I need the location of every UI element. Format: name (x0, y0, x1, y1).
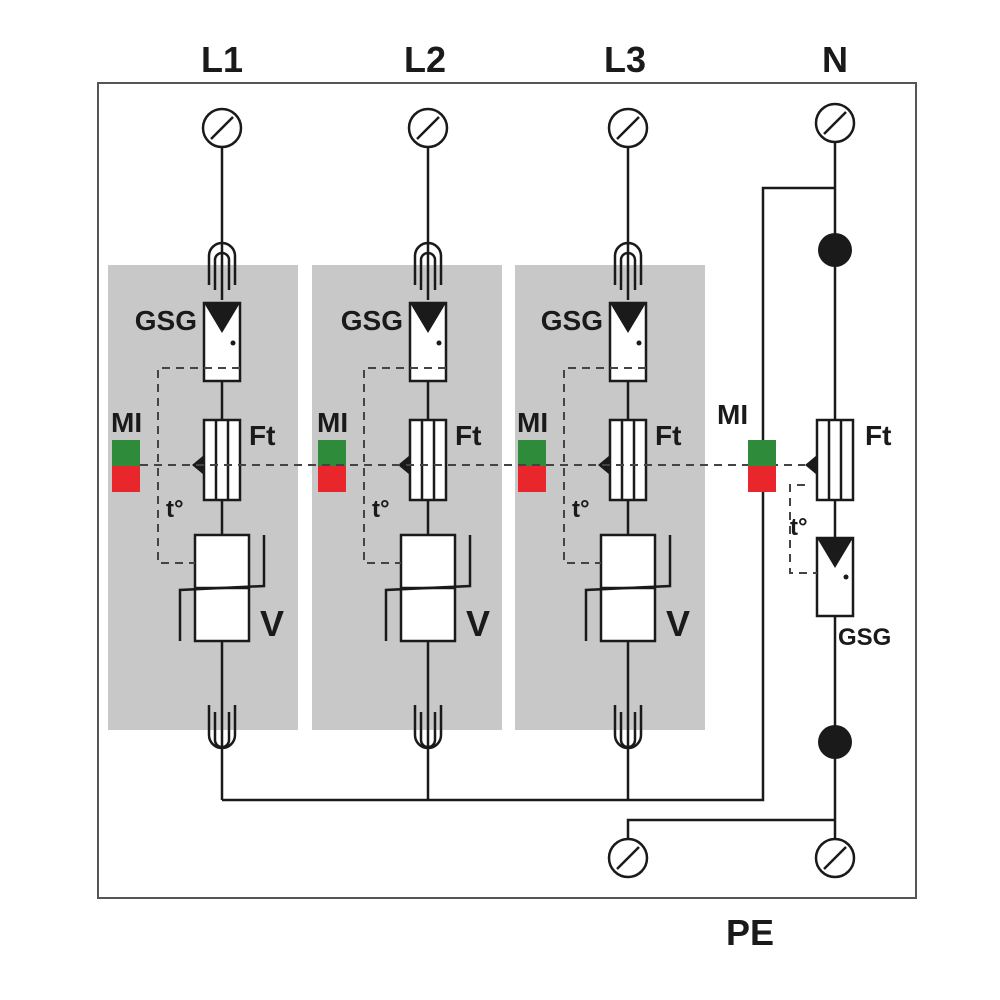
plug-contact-bottom-icon (613, 705, 643, 750)
gsg-label: GSG (341, 305, 403, 336)
indicator-pointer-icon (398, 455, 410, 475)
mi-label: MI (317, 407, 348, 438)
indicator-fault-red (518, 466, 546, 492)
gas-discharge-tube-icon (202, 301, 242, 383)
indicator-pointer-icon (805, 455, 817, 475)
phase-branch-l2: GSG MI Ft t° V (317, 107, 490, 800)
plug-contact-top-icon (207, 241, 237, 290)
gsg-label: GSG (541, 305, 603, 336)
junction-dot-top (818, 233, 852, 267)
indicator-ok-green (518, 440, 546, 466)
indicator-ok-green (112, 440, 140, 466)
gas-discharge-tube-icon (408, 301, 448, 383)
neutral-branch: MI Ft t° GSG (717, 102, 891, 840)
varistor-label: V (666, 603, 690, 644)
ft-label: Ft (249, 420, 275, 451)
gsg-label-n: GSG (838, 624, 891, 651)
gas-discharge-tube-icon (815, 536, 855, 618)
junction-dot-bottom (818, 725, 852, 759)
thermal-fuse-icon (408, 418, 448, 502)
terminal-label-n: N (822, 39, 848, 80)
plug-contact-top-icon (413, 241, 443, 290)
temp-label-n: t° (790, 514, 808, 541)
ft-label-n: Ft (865, 420, 891, 451)
varistor-label: V (466, 603, 490, 644)
mi-label: MI (517, 407, 548, 438)
module-l2 (312, 265, 502, 730)
thermal-fuse-icon (815, 418, 855, 502)
mi-label-n: MI (717, 399, 748, 430)
varistor-icon (584, 533, 672, 643)
indicator-fault-red (318, 466, 346, 492)
varistor-label: V (260, 603, 284, 644)
temp-label: t° (372, 496, 390, 523)
terminal-label-l1: L1 (201, 39, 243, 80)
mi-label: MI (111, 407, 142, 438)
ft-label: Ft (655, 420, 681, 451)
indicator-ok-green (748, 440, 776, 466)
terminal-screw-icon (201, 107, 243, 149)
pe-terminal-screw-icon (607, 837, 649, 879)
phase-branch-l3: GSG MI Ft t° V (517, 107, 690, 800)
common-bus-wire (222, 186, 835, 802)
terminal-screw-icon (407, 107, 449, 149)
temp-label: t° (166, 496, 184, 523)
indicator-fault-red (748, 466, 776, 492)
phase-branch-l1: GSG MI Ft t° V (111, 107, 284, 800)
pe-terminal-screw-icon (814, 837, 856, 879)
gas-discharge-tube-icon (608, 301, 648, 383)
indicator-ok-green (318, 440, 346, 466)
pe-link-wire (626, 818, 835, 840)
thermal-fuse-icon (608, 418, 648, 502)
terminal-screw-icon (814, 102, 856, 144)
temp-label: t° (572, 496, 590, 523)
thermal-fuse-icon (202, 418, 242, 502)
gsg-label: GSG (135, 305, 197, 336)
plug-contact-bottom-icon (413, 705, 443, 750)
indicator-fault-red (112, 466, 140, 492)
terminal-label-l2: L2 (404, 39, 446, 80)
terminal-label-pe: PE (726, 912, 774, 953)
terminal-label-l3: L3 (604, 39, 646, 80)
terminal-screw-icon (607, 107, 649, 149)
plug-contact-bottom-icon (207, 705, 237, 750)
ft-label: Ft (455, 420, 481, 451)
plug-contact-top-icon (613, 241, 643, 290)
